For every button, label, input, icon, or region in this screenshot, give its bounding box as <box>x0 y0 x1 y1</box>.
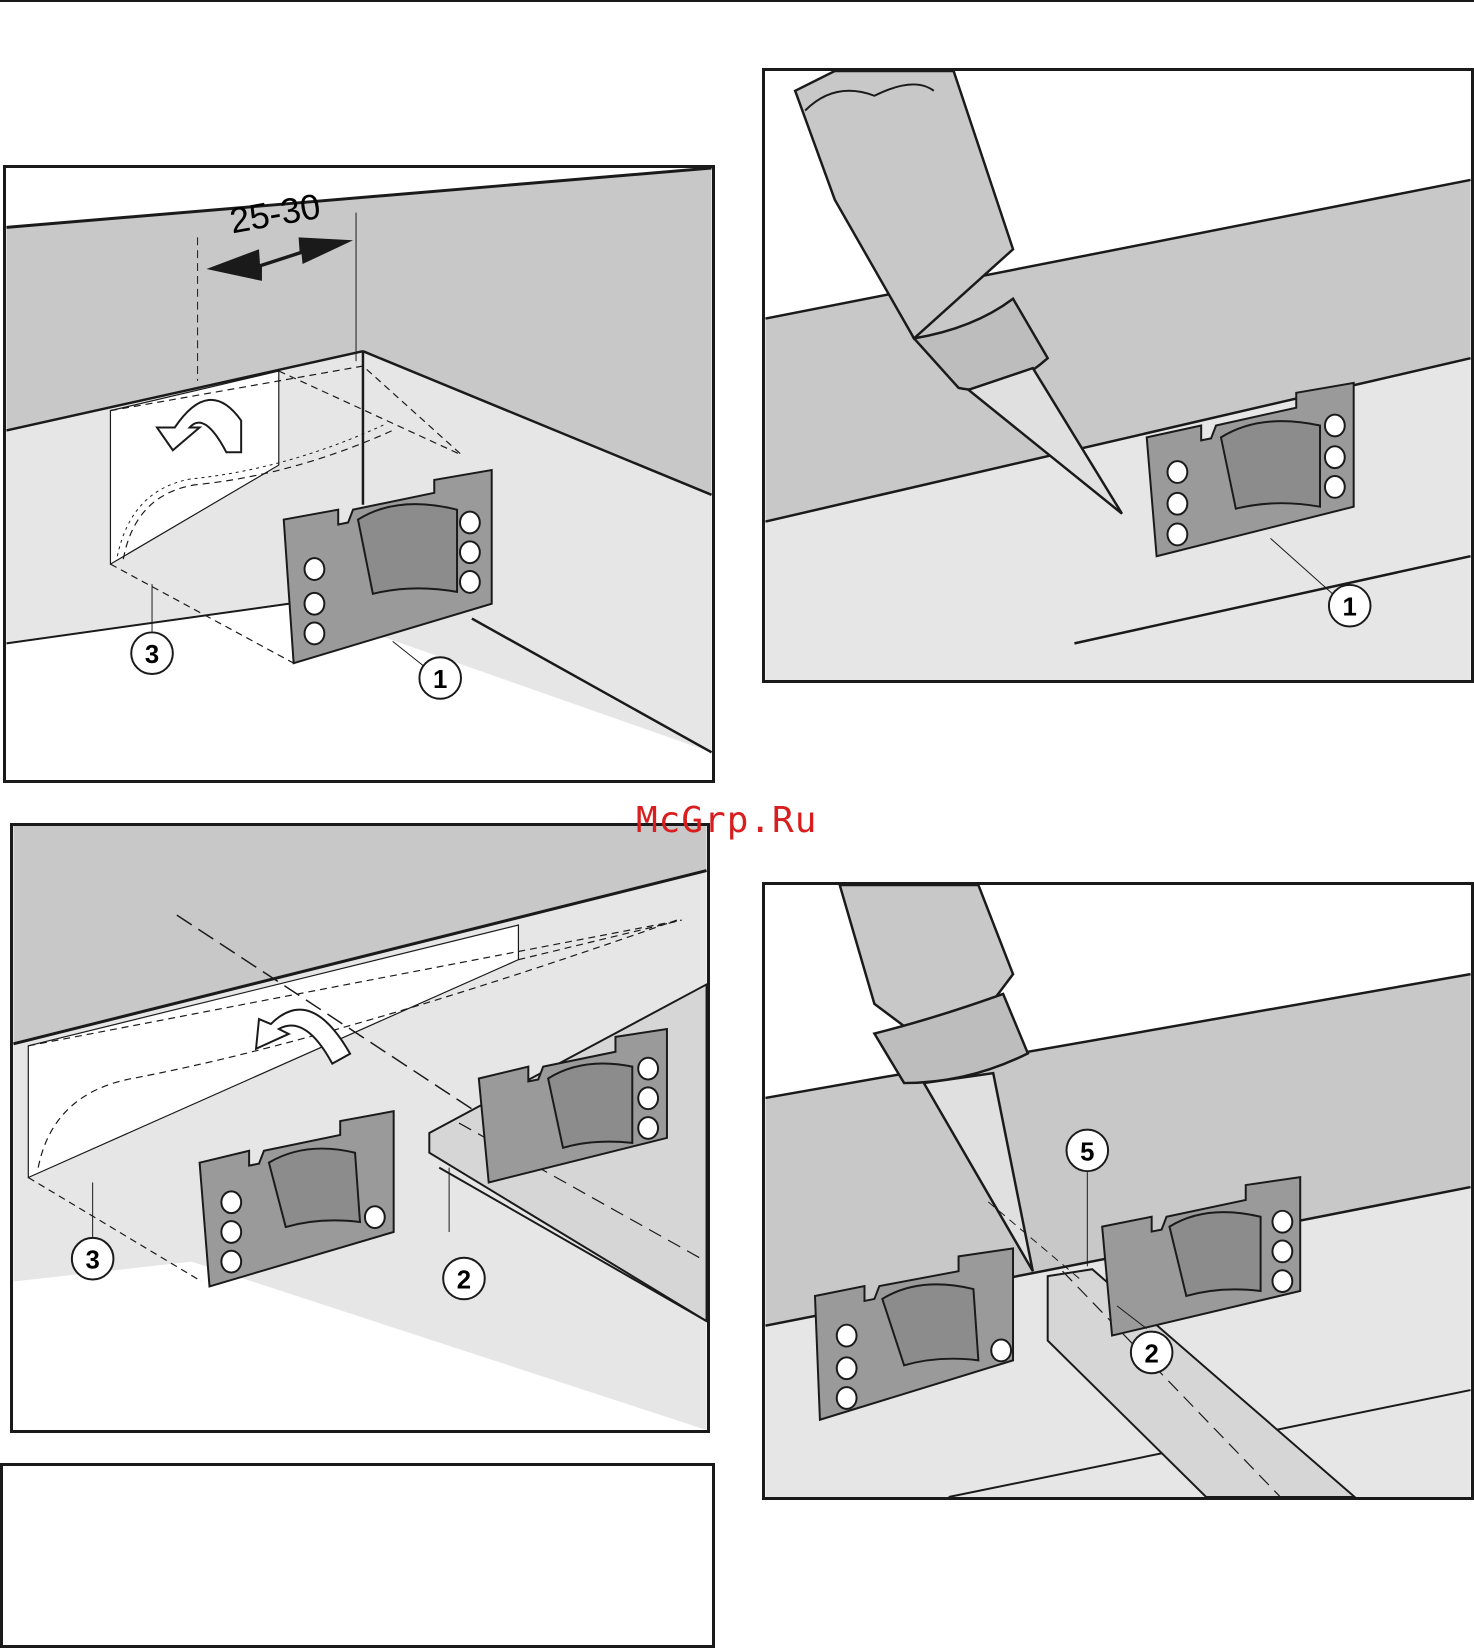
figure-1-panel: 25-30 3 1 <box>3 165 715 783</box>
callout-3-label: 3 <box>85 1247 99 1275</box>
figure-1-illustration: 25-30 3 1 <box>6 168 712 780</box>
callout-1-label: 1 <box>433 666 447 694</box>
callout-3-label: 3 <box>145 641 159 669</box>
top-rule <box>0 0 1474 2</box>
note-box <box>0 1463 715 1648</box>
figure-2-panel: 1 <box>762 68 1474 683</box>
figure-4-illustration: 5 2 <box>765 885 1471 1497</box>
watermark-text: McGrp.Ru <box>636 800 866 841</box>
figure-3-illustration: 3 2 <box>13 826 707 1430</box>
figure-4-panel: 5 2 <box>762 882 1474 1500</box>
figure-2-illustration: 1 <box>765 71 1471 680</box>
callout-1-label: 1 <box>1343 594 1357 622</box>
callout-2-label: 2 <box>1145 1340 1159 1368</box>
figure-3-panel: 3 2 <box>10 823 710 1433</box>
callout-2-label: 2 <box>457 1266 471 1294</box>
callout-5-label: 5 <box>1080 1138 1094 1166</box>
